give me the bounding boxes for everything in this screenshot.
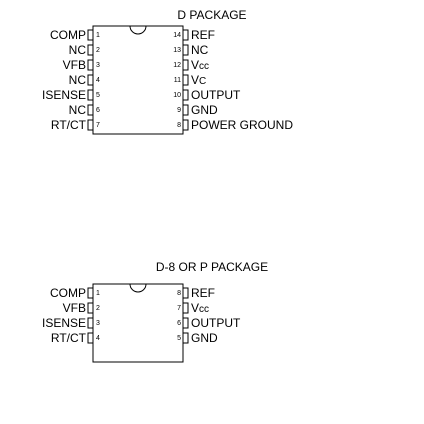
d-pin-name: POWER GROUND [191, 118, 293, 132]
d-pin-name: GND [191, 103, 218, 117]
d-pin-name: NC [68, 103, 86, 117]
d-pin-tab-right [182, 119, 189, 131]
d-pin-tab-left [87, 104, 94, 116]
d-pin-name: NC [68, 43, 86, 57]
d-pin-tab-left [87, 29, 94, 41]
d8-pin-tab-left [87, 302, 94, 314]
d-notch [129, 25, 147, 35]
d-pin-tab-left [87, 119, 94, 131]
d-pin-tab-left [87, 74, 94, 86]
d-pin-tab-left [87, 59, 94, 71]
d8-notch [129, 283, 147, 293]
d-pin-number: 10 [173, 92, 181, 99]
d8-pin-name: OUTPUT [191, 316, 241, 330]
d-pin-name: OUTPUT [191, 88, 241, 102]
d-pin-number: 13 [173, 47, 181, 54]
d-pin-number: 1 [96, 32, 100, 39]
d8-pin-tab-right [182, 332, 189, 344]
d-pin-tab-right [182, 29, 189, 41]
d-pin-number: 14 [173, 32, 181, 39]
d-pin-number: 4 [96, 77, 100, 84]
d8-pin-name: Vcc [191, 301, 210, 315]
d8-pin-tab-right [182, 317, 189, 329]
d-pin-name: ISENSE [41, 88, 86, 102]
d-pin-tab-right [182, 89, 189, 101]
d-pin-number: 7 [96, 122, 100, 129]
d8-pin-tab-left [87, 332, 94, 344]
d-pin-name: VFB [62, 58, 86, 72]
d-pin-number: 2 [96, 47, 100, 54]
d-pin-number: 5 [96, 92, 100, 99]
d8-body [92, 283, 184, 363]
d8-pin-tab-left [87, 317, 94, 329]
d-pin-number: 6 [96, 107, 100, 114]
d-pin-tab-right [182, 74, 189, 86]
d-pin-number: 11 [173, 77, 181, 84]
d8-pin-name: RT/CT [50, 331, 86, 345]
d-pin-number: 3 [96, 62, 100, 69]
d8-pin-name: VFB [62, 301, 86, 315]
d8-pin-number: 8 [177, 290, 181, 297]
d-pin-number: 9 [177, 107, 181, 114]
d-pin-tab-left [87, 44, 94, 56]
d-package-title: D PACKAGE [177, 8, 247, 22]
d8-pin-tab-left [87, 287, 94, 299]
d-pin-name: COMP [50, 28, 86, 42]
d-body [92, 25, 184, 135]
d-pin-name: REF [191, 28, 215, 42]
d-pin-tab-right [182, 44, 189, 56]
d-pin-number: 8 [177, 122, 181, 129]
d8-pin-number: 4 [96, 335, 100, 342]
d8-pin-number: 3 [96, 320, 100, 327]
d-pin-tab-right [182, 104, 189, 116]
d8-pin-tab-right [182, 302, 189, 314]
d-pin-name: RT/CT [50, 118, 86, 132]
d8-pin-number: 6 [177, 320, 181, 327]
d8-pin-name: COMP [50, 286, 86, 300]
d-pin-name: NC [68, 73, 86, 87]
d8-pin-name: GND [191, 331, 218, 345]
d8-pin-number: 2 [96, 305, 100, 312]
d8-pin-name: ISENSE [41, 316, 86, 330]
d-pin-tab-right [182, 59, 189, 71]
d8-pin-number: 5 [177, 335, 181, 342]
d-pin-name: VC [191, 73, 207, 87]
d8-pin-number: 1 [96, 290, 100, 297]
d8-pin-tab-right [182, 287, 189, 299]
d8-pin-name: REF [191, 286, 215, 300]
d8-package-title: D-8 OR P PACKAGE [155, 260, 269, 274]
d-pin-tab-left [87, 89, 94, 101]
d-pin-name: NC [191, 43, 209, 57]
d-pin-name: Vcc [191, 58, 210, 72]
d-pin-number: 12 [173, 62, 181, 69]
d8-pin-number: 7 [177, 305, 181, 312]
